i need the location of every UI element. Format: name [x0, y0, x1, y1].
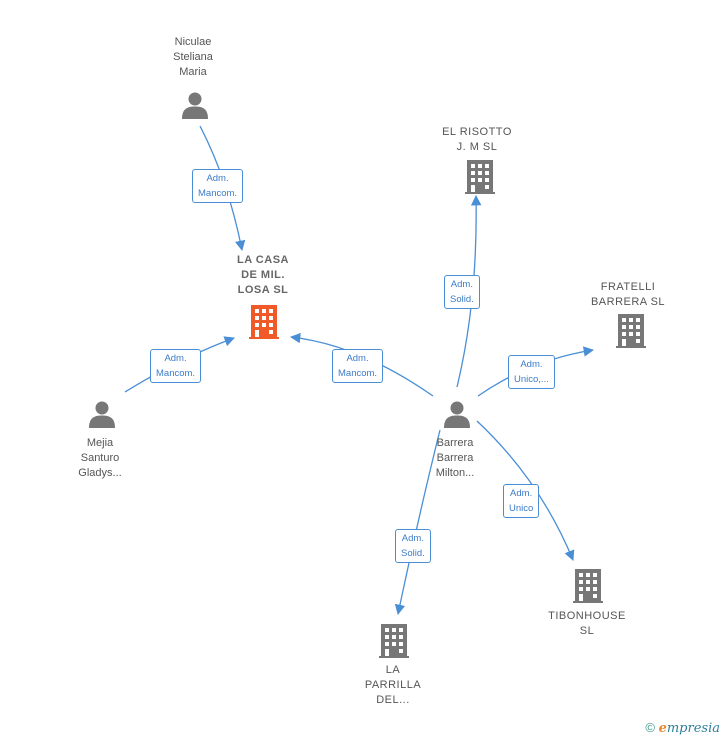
building-icon[interactable] — [616, 314, 646, 348]
node-label-la-casa[interactable]: LA CASA DE MIL. LOSA SL — [237, 254, 289, 296]
brand-logo[interactable]: empresia — [658, 721, 720, 736]
person-icon[interactable] — [182, 92, 208, 120]
person-icon[interactable] — [89, 401, 115, 429]
edge-label-mejia-lacasa: Adm. Mancom. — [150, 349, 202, 383]
node-label-niculae[interactable]: Niculae Steliana Maria — [173, 36, 213, 78]
edge-label-barrera-fratelli: Adm. Unico,... — [508, 355, 555, 389]
node-label-mejia[interactable]: Mejia Santuro Gladys... — [78, 437, 122, 479]
building-icon[interactable] — [249, 305, 279, 339]
edge-label-niculae-lacasa: Adm. Mancom. — [192, 169, 244, 203]
building-icon[interactable] — [465, 160, 495, 194]
building-icon[interactable] — [573, 569, 603, 603]
edge-label-barrera-risotto: Adm. Solid. — [444, 275, 480, 309]
footer-watermark: © empresia — [645, 720, 720, 736]
edge-label-barrera-parrilla: Adm. Solid. — [395, 529, 431, 563]
edge-barrera-parrilla — [394, 429, 441, 616]
node-label-barrera[interactable]: Barrera Barrera Milton... — [435, 437, 475, 479]
edge-label-barrera-lacasa: Adm. Mancom. — [332, 349, 384, 383]
edge-label-barrera-tibon: Adm. Unico — [503, 484, 540, 518]
node-label-tibonhouse[interactable]: TIBONHOUSE SL — [548, 610, 626, 637]
person-icon[interactable] — [444, 401, 470, 429]
node-label-fratelli[interactable]: FRATELLI BARRERA SL — [590, 281, 666, 308]
node-label-el-risotto[interactable]: EL RISOTTO J. M SL — [442, 126, 512, 153]
copyright-icon: © — [645, 720, 655, 735]
node-label-la-parrilla[interactable]: LA PARRILLA DEL... — [364, 664, 422, 706]
building-icon[interactable] — [379, 624, 409, 658]
